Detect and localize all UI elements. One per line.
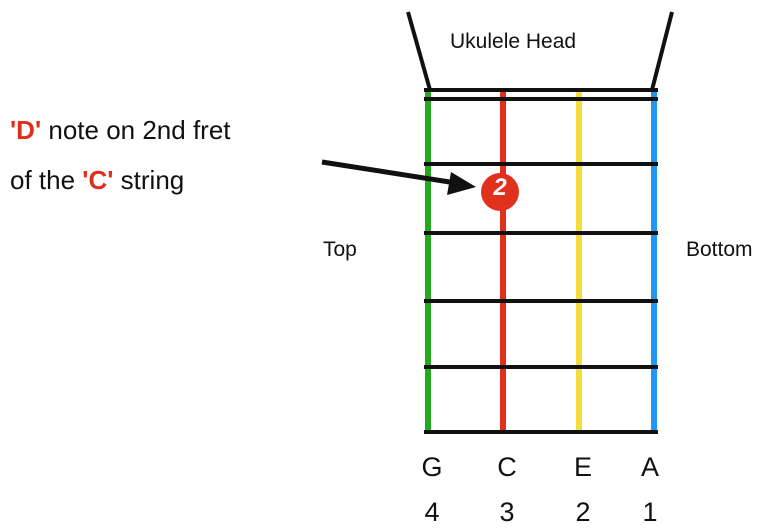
headstock-right-edge: [650, 11, 674, 91]
side-label-bottom: Bottom: [686, 238, 753, 261]
finger-marker: [481, 173, 519, 211]
string-number-3: 3: [499, 497, 515, 527]
annotation-arrowhead: [447, 172, 476, 195]
string-name-a: A: [640, 452, 659, 482]
string-name-e: E: [573, 452, 592, 482]
annotation-string-c: 'C': [82, 165, 114, 195]
head-label: Ukulele Head: [450, 30, 577, 53]
string-number-2: 2: [575, 497, 591, 527]
annotation-line-1-text: note on 2nd fret: [41, 115, 231, 145]
annotation-arrow-shaft: [321, 159, 457, 186]
annotation-line-2-text: string: [113, 165, 185, 195]
string-number-1: 1: [642, 497, 658, 527]
annotation-note-d: 'D': [10, 115, 42, 145]
finger-marker-label: 2: [493, 174, 507, 201]
headstock-left-edge: [406, 11, 432, 91]
string-name-c: C: [497, 452, 517, 482]
side-label-top: Top: [323, 238, 357, 261]
annotation-line-2-pre: of the: [10, 165, 83, 195]
annotation-line-1: 'D' note on 2nd fret: [10, 110, 231, 150]
annotation-line-2: of the 'C' string: [10, 160, 184, 200]
string-number-4: 4: [424, 497, 440, 527]
string-name-g: G: [421, 452, 443, 482]
